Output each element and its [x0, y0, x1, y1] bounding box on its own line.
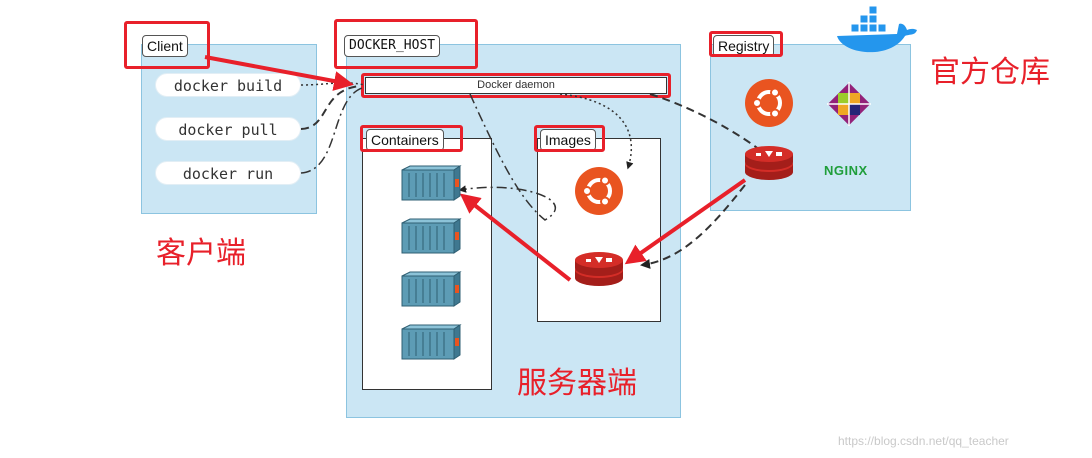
server-cn-label: 服务器端 — [517, 367, 637, 400]
watermark: https://blog.csdn.net/qq_teacher — [838, 434, 1009, 448]
daemon-images-connector — [559, 93, 634, 170]
docker-run-command: docker run — [155, 161, 301, 185]
client-cn-label: 客户端 — [156, 237, 246, 270]
registry-highlight — [709, 31, 783, 57]
docker-host-label: DOCKER_HOST — [344, 35, 441, 57]
docker-host-highlight — [334, 19, 478, 69]
daemon-container-connector — [458, 93, 556, 221]
ubuntu-icon — [573, 165, 625, 217]
build-connector — [300, 82, 366, 86]
containers-highlight — [360, 125, 463, 152]
docker-whale-icon — [837, 5, 917, 53]
ubuntu-icon — [743, 77, 795, 129]
client-daemon-arrow — [204, 55, 354, 91]
centos-icon — [827, 82, 871, 126]
images-container-arrow — [459, 193, 572, 282]
run-connector — [300, 87, 363, 174]
docker-daemon-bar: Docker daemon — [365, 77, 667, 94]
registry-images-connector — [640, 184, 746, 269]
container-icon — [401, 271, 461, 307]
docker-build-command: docker build — [155, 73, 301, 97]
daemon-registry-connector — [649, 93, 761, 151]
client-label: Client — [142, 35, 188, 57]
container-icon — [401, 165, 461, 201]
images-label: Images — [540, 129, 596, 151]
registry-images-arrow — [624, 178, 747, 265]
pull-connector — [300, 85, 361, 130]
registry-label: Registry — [713, 35, 775, 57]
images-highlight — [534, 125, 605, 152]
registry-cn-label: 官方仓库 — [930, 56, 1050, 89]
docker-pull-command: docker pull — [155, 117, 301, 141]
nginx-logo: NGINX — [824, 163, 868, 178]
client-highlight — [124, 21, 210, 69]
container-icon — [401, 324, 461, 360]
daemon-highlight — [361, 73, 671, 98]
redis-icon — [575, 252, 623, 286]
redis-icon — [745, 146, 793, 180]
container-icon — [401, 218, 461, 254]
containers-label: Containers — [366, 129, 444, 151]
